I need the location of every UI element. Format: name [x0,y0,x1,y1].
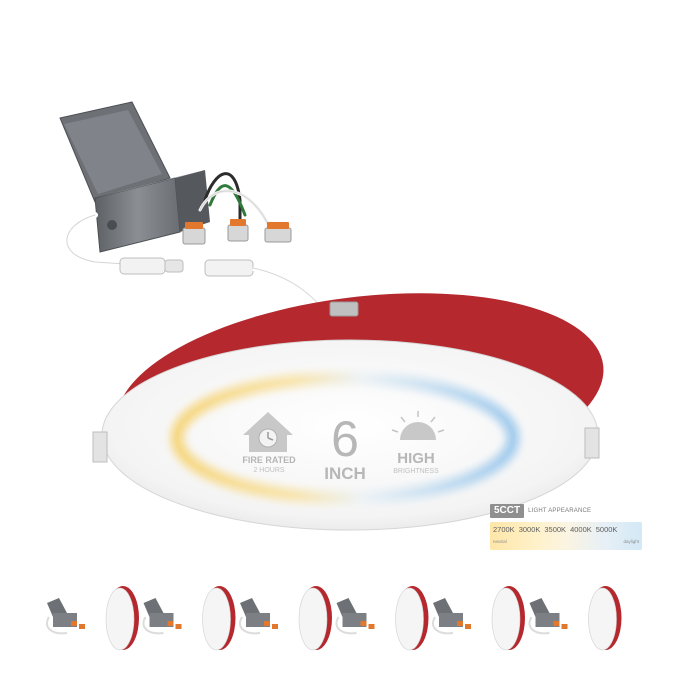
cct-value: 2700K [493,525,515,534]
fire-rated-line1: FIRE RATED [242,455,296,465]
lever-connectors [182,219,292,245]
recessed-light: FIRE RATED 2 HOURS 6 INCH HIGH BRIGHTNES… [92,293,604,531]
pack-thumbnails [46,586,622,651]
pack-thumbnail [46,586,139,651]
cct-tone-left: neutral [493,539,507,544]
wires [63,172,272,267]
sun-icon [391,411,445,440]
cct-value: 3500K [544,525,567,534]
pack-thumbnail [239,586,332,651]
cct-value: 5000K [595,525,618,534]
cct-count: 5CCT [490,504,525,518]
brightness-line2: BRIGHTNESS [393,468,439,475]
pack-thumbnail [432,586,525,651]
size-number: 6 [331,411,359,467]
pack-thumbnail [142,586,236,651]
cct-tone-right: daylight [623,539,639,544]
cct-value: 4000K [570,525,592,534]
size-unit: INCH [324,464,366,483]
cct-gradient-bar: 2700K 3000K 3500K 4000K 5000K neutral da… [490,522,642,550]
junction-box [59,101,210,253]
pack-thumbnail [335,586,429,651]
cct-badge: 5CCT LIGHT APPEARANCE 2700K 3000K 3500K … [490,503,642,553]
fire-rated-line2: 2 HOURS [253,467,284,474]
cct-value: 3000K [518,525,541,534]
cct-title: LIGHT APPEARANCE [528,508,592,514]
house-clock-icon [243,412,293,452]
pack-thumbnail [528,586,622,651]
brightness-line1: HIGH [397,450,435,467]
